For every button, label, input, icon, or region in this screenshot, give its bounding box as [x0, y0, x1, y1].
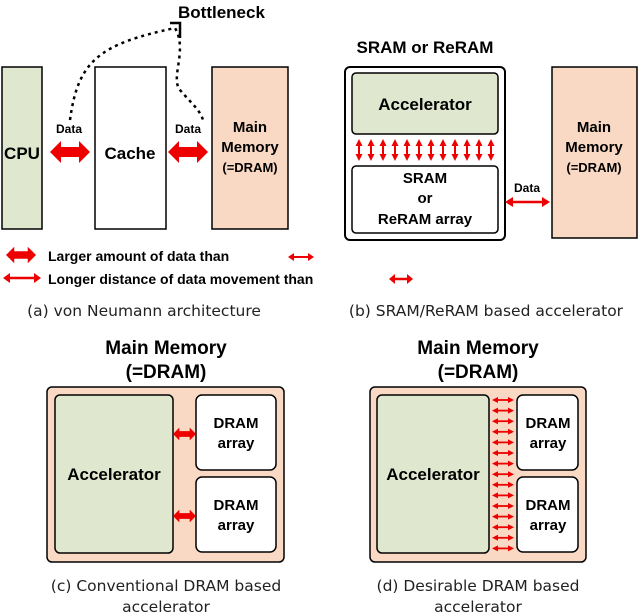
legend-thick-arrow-icon [6, 246, 36, 264]
vertical-arrow-b [439, 139, 447, 161]
accelerator-label-c: Accelerator [67, 465, 161, 484]
vertical-arrow-b [427, 139, 435, 161]
dram-array-box-c2 [195, 476, 277, 553]
main-memory-a-line3: (=DRAM) [222, 160, 277, 175]
thick-arrow-cache-memory [168, 141, 208, 163]
bottleneck-label: Bottleneck [178, 3, 265, 22]
main-memory-box-a [211, 66, 289, 230]
panel-c-title-line1: Main Memory [105, 338, 227, 359]
panel-a: Bottleneck CPU Cache Main Memory (=DRAM)… [1, 3, 289, 230]
caption-b: (b) SRAM/ReRAM based accelerator [349, 302, 624, 320]
horizontal-arrow-d [492, 418, 514, 425]
accelerator-box-b [351, 72, 499, 135]
horizontal-arrow-d [492, 471, 514, 478]
panel-d: Main Memory (=DRAM) Accelerator DRAM arr… [369, 338, 587, 563]
bottleneck-marker-icon [170, 21, 182, 38]
main-memory-a-line2: Memory [221, 139, 279, 156]
accelerator-label-d: Accelerator [386, 465, 480, 484]
legend-long-text: Longer distance of data movement than [48, 271, 313, 287]
panel-b: SRAM or ReRAM Accelerator SRAM or ReRAM … [344, 38, 638, 241]
bottleneck-curve [68, 26, 205, 121]
array-label-line3: ReRAM array [378, 211, 473, 228]
caption-c-line1: (c) Conventional DRAM based [51, 577, 281, 595]
vertical-arrow-b [451, 139, 459, 161]
horizontal-arrow-d [492, 534, 514, 541]
vertical-arrow-b [355, 139, 363, 161]
panel-c: Main Memory (=DRAM) Accelerator DRAM arr… [46, 338, 285, 563]
dram-array-box-c1 [195, 394, 277, 471]
data-label-cpu-cache: Data [56, 122, 82, 136]
vertical-arrow-b [415, 139, 423, 161]
horizontal-arrow-d [492, 481, 514, 488]
legend-long-arrow-icon [3, 273, 41, 283]
vertical-arrow-b [475, 139, 483, 161]
dram-d2-line2: array [530, 517, 567, 534]
main-memory-b-line2: Memory [565, 139, 623, 156]
sram-reram-title: SRAM or ReRAM [357, 38, 494, 57]
main-memory-b-line1: Main [577, 119, 611, 136]
accelerator-box-d [376, 394, 490, 554]
accelerator-label-b: Accelerator [378, 95, 472, 114]
dram-array-box-d1 [516, 394, 579, 471]
panel-d-title-line1: Main Memory [417, 338, 539, 359]
horizontal-arrow-d [492, 428, 514, 435]
cpu-box [1, 66, 43, 230]
dram-c2-line1: DRAM [214, 497, 259, 514]
vertical-arrow-b [367, 139, 375, 161]
dram-c1-line2: array [218, 435, 255, 452]
main-memory-box-b [551, 66, 638, 239]
caption-d-line1: (d) Desirable DRAM based [377, 577, 580, 595]
dram-c1-line1: DRAM [214, 415, 259, 432]
cache-label: Cache [104, 144, 155, 163]
panel-c-title-line2: (=DRAM) [126, 362, 207, 383]
thin-arrow-b [505, 197, 550, 207]
vertical-arrow-b [379, 139, 387, 161]
caption-d-line2: accelerator [434, 598, 522, 616]
thick-arrow-cpu-cache [50, 141, 90, 163]
horizontal-arrow-d [492, 524, 514, 531]
array-label-line2: or [418, 190, 433, 207]
caption-a: (a) von Neumann architecture [27, 302, 261, 320]
legend-thick-text: Larger amount of data than [48, 248, 229, 264]
accelerator-box-c [54, 394, 174, 554]
vertical-arrow-b [463, 139, 471, 161]
cache-box [94, 66, 167, 230]
horizontal-arrow-column-d [492, 397, 514, 552]
array-label-line1: SRAM [403, 170, 447, 187]
horizontal-arrow-d [492, 439, 514, 446]
horizontal-arrow-d [492, 513, 514, 520]
data-label-cache-memory: Data [175, 122, 201, 136]
horizontal-arrow-d [492, 397, 514, 403]
dram-c2-line2: array [218, 517, 255, 534]
panel-d-title-line2: (=DRAM) [438, 362, 519, 383]
dram-d1-line2: array [530, 435, 567, 452]
sram-reram-array-box [351, 165, 499, 234]
horizontal-arrow-d [492, 460, 514, 467]
vertical-arrow-b [391, 139, 399, 161]
cpu-label: CPU [4, 144, 40, 163]
main-memory-b-line3: (=DRAM) [566, 160, 621, 175]
caption-c-line2: accelerator [122, 598, 210, 616]
data-label-b: Data [514, 181, 540, 195]
horizontal-arrow-d [492, 407, 514, 414]
horizontal-arrow-d [492, 545, 514, 552]
main-memory-a-line1: Main [233, 119, 267, 136]
horizontal-arrow-d [492, 492, 514, 499]
legend-thin-arrow-small-icon [288, 253, 314, 261]
dram-array-box-d2 [516, 476, 579, 553]
vertical-arrow-row-b [355, 139, 495, 161]
horizontal-arrow-d [492, 503, 514, 509]
dram-d1-line1: DRAM [526, 415, 571, 432]
vertical-arrow-b [403, 139, 411, 161]
legend-short-arrow-icon [389, 274, 413, 284]
dram-d2-line1: DRAM [526, 497, 571, 514]
horizontal-arrow-d [492, 450, 514, 456]
legend: Larger amount of data than Longer distan… [3, 246, 413, 287]
vertical-arrow-b [487, 139, 495, 161]
